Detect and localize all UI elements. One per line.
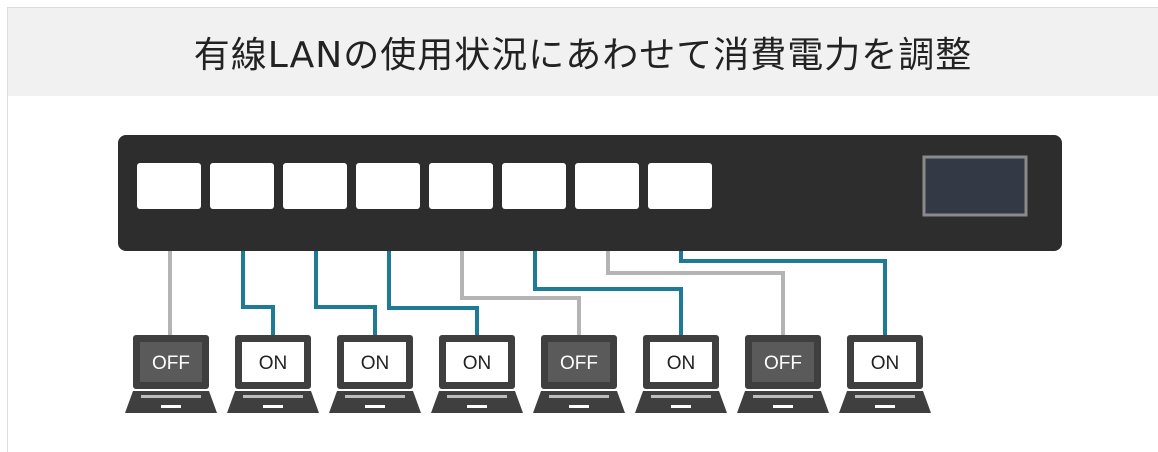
- switch-port: [356, 163, 420, 209]
- laptop: ON: [635, 335, 727, 413]
- status-label: OFF: [764, 353, 802, 374]
- laptop-touchpad: [467, 405, 487, 408]
- cable-on: [241, 200, 275, 337]
- content-frame: [7, 7, 1158, 452]
- laptop-base: [125, 391, 217, 413]
- laptop: OFF: [737, 335, 829, 413]
- switch-port: [429, 163, 493, 209]
- laptop-base: [533, 391, 625, 413]
- laptop-touchpad: [875, 405, 895, 408]
- laptop-screen: [854, 342, 916, 382]
- laptop-screen: [548, 342, 610, 382]
- laptop: ON: [227, 335, 319, 413]
- laptop-screen: [242, 342, 304, 382]
- laptop-touchpad: [263, 405, 283, 408]
- laptop-screen: [446, 342, 508, 382]
- laptop: OFF: [533, 335, 625, 413]
- switch-port: [575, 163, 639, 209]
- laptop-keyboard: [447, 395, 507, 398]
- laptop-screen: [140, 342, 202, 382]
- laptop-touchpad: [671, 405, 691, 408]
- laptop: ON: [839, 335, 931, 413]
- cable-on: [387, 200, 479, 337]
- laptop-base: [227, 391, 319, 413]
- laptop-touchpad: [161, 405, 181, 408]
- laptop-keyboard: [345, 395, 405, 398]
- laptop-keyboard: [855, 395, 915, 398]
- laptop: ON: [431, 335, 523, 413]
- laptop-screen: [650, 342, 712, 382]
- laptop: OFF: [125, 335, 217, 413]
- laptop-screen: [344, 342, 406, 382]
- laptop-keyboard: [753, 395, 813, 398]
- switch-port: [502, 163, 566, 209]
- laptop-keyboard: [549, 395, 609, 398]
- laptop-keyboard: [141, 395, 201, 398]
- laptop-base: [329, 391, 421, 413]
- laptop-touchpad: [569, 405, 589, 408]
- network-switch: [118, 135, 1062, 251]
- laptop-keyboard: [243, 395, 303, 398]
- title-bar: 有線LANの使用状況にあわせて消費電力を調整: [8, 8, 1158, 96]
- laptop-base: [635, 391, 727, 413]
- cable-on: [314, 200, 377, 337]
- switch-port: [648, 163, 712, 209]
- laptop-touchpad: [365, 405, 385, 408]
- laptops-group: OFF ON ON ON OFF ON OFF ON: [125, 335, 931, 413]
- status-label: OFF: [152, 353, 190, 374]
- switch-port: [283, 163, 347, 209]
- status-label: ON: [361, 353, 390, 374]
- switch-display: [922, 155, 1028, 217]
- laptop: ON: [329, 335, 421, 413]
- laptop-screen: [752, 342, 814, 382]
- status-label: OFF: [560, 353, 598, 374]
- laptop-base: [737, 391, 829, 413]
- laptop-touchpad: [773, 405, 793, 408]
- status-label: ON: [667, 353, 696, 374]
- status-label: ON: [463, 353, 492, 374]
- status-label: ON: [871, 353, 900, 374]
- laptop-base: [839, 391, 931, 413]
- switch-port: [210, 163, 274, 209]
- status-label: ON: [259, 353, 288, 374]
- page-title: 有線LANの使用状況にあわせて消費電力を調整: [193, 35, 973, 76]
- laptop-keyboard: [651, 395, 711, 398]
- laptop-base: [431, 391, 523, 413]
- switch-port: [137, 163, 201, 209]
